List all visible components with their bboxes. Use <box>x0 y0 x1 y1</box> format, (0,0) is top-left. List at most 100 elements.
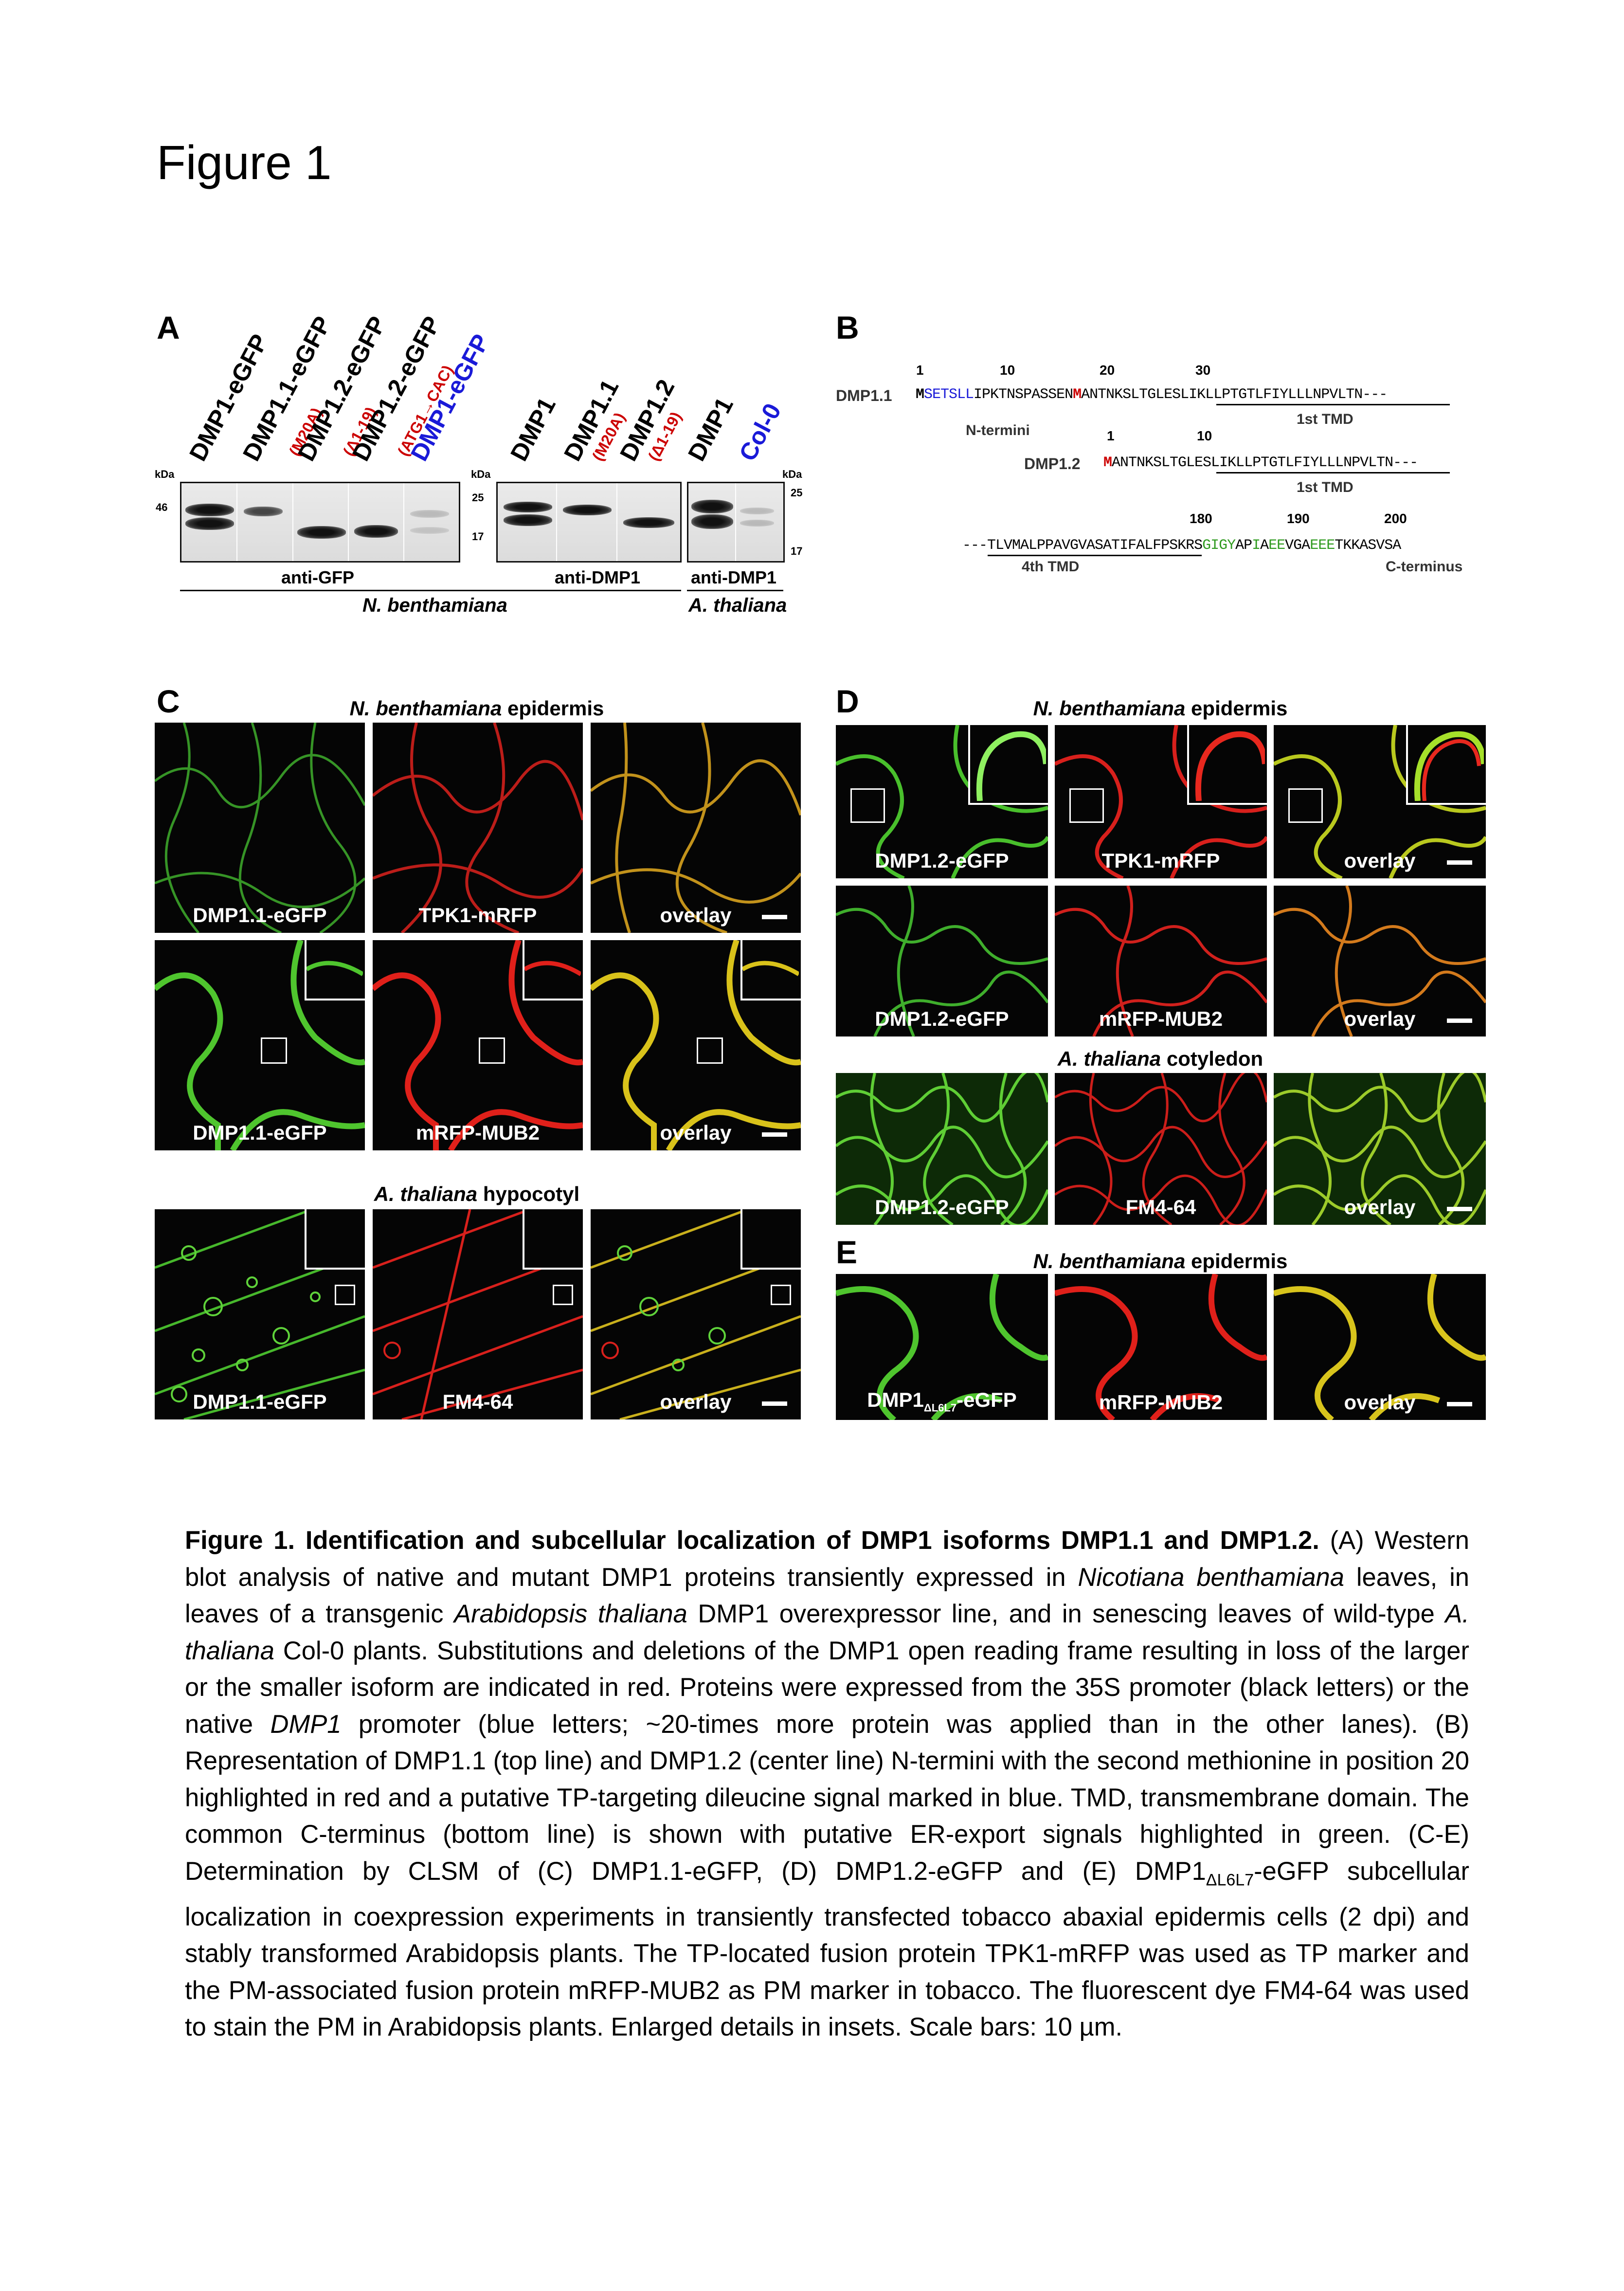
tmd-underline <box>988 555 1202 556</box>
inset-marker <box>850 788 885 823</box>
micrograph-red: FM4-64 <box>373 1209 583 1419</box>
divider <box>687 590 783 591</box>
lane-label: DMP1 <box>505 393 561 466</box>
kda-label: kDa <box>782 468 802 480</box>
micrograph-label: FM4-64 <box>1125 1196 1196 1218</box>
micrograph-green: DMP1.2-eGFP <box>836 725 1048 878</box>
micrograph-label: TPK1-mRFP <box>418 904 537 927</box>
mw-marker: 17 <box>472 530 484 543</box>
micrograph-green: DMP1.1-eGFP <box>155 1209 365 1419</box>
scale-bar <box>762 1401 787 1406</box>
inset-marker <box>697 1037 723 1064</box>
inset-marker <box>479 1037 505 1064</box>
sequence-dmp1-2: MANTNKSLTGLESLIKLLPTGTLFIYLLLNPVLTN--- <box>1103 455 1418 471</box>
isoform-name: DMP1.1 <box>836 387 892 404</box>
micrograph-green: DMP1.1-eGFP <box>155 723 365 933</box>
micrograph-label: DMP1.1-eGFP <box>193 1390 327 1413</box>
kda-label: kDa <box>155 468 175 480</box>
micrograph-label: DMP1.2-eGFP <box>875 1007 1009 1030</box>
western-blot-at <box>687 482 785 563</box>
divider <box>180 590 681 591</box>
micrograph-label: overlay <box>660 1121 732 1144</box>
micrograph-label: overlay <box>1344 849 1416 872</box>
micrograph-red: FM4-64 <box>1055 1073 1267 1225</box>
micrograph-red: mRFP-MUB2 <box>1055 886 1267 1036</box>
mw-marker: 25 <box>791 487 803 499</box>
section-heading: N. benthamiana epidermis <box>349 697 604 720</box>
micrograph-overlay: overlay <box>1274 1274 1486 1420</box>
inset <box>305 940 365 1000</box>
micrograph-green: DMP1.2-eGFP <box>836 1073 1048 1225</box>
mw-marker: 46 <box>156 501 168 513</box>
section-heading: N. benthamiana epidermis <box>1033 1250 1288 1273</box>
micrograph-label: mRFP-MUB2 <box>1099 1391 1223 1414</box>
micrograph-label: mRFP-MUB2 <box>1099 1007 1223 1030</box>
micrograph-overlay: overlay <box>591 1209 801 1419</box>
sequence-dmp1-1: MSETSLLIPKTNSPASSENMANTNKSLTGLESLIKLLPTG… <box>916 386 1388 403</box>
inset-marker <box>553 1285 573 1305</box>
species-label: A. thaliana <box>688 595 787 616</box>
micrograph-label: mRFP-MUB2 <box>415 1121 540 1144</box>
micrograph-label: overlay <box>1344 1007 1416 1030</box>
micrograph-label: DMP1ΔL6L7-eGFP <box>867 1388 1017 1414</box>
caption-title: Figure 1. Identification and subcellular… <box>185 1526 1319 1555</box>
micrograph-label: overlay <box>660 1390 732 1413</box>
micrograph-label: overlay <box>1344 1391 1416 1414</box>
scale-bar <box>1447 1018 1472 1023</box>
kda-label: kDa <box>471 468 491 480</box>
isoform-name: DMP1.2 <box>1024 455 1081 473</box>
section-heading: A. thaliana hypocotyl <box>374 1182 580 1205</box>
panel-label-b: B <box>836 309 859 345</box>
micrograph-red: TPK1-mRFP <box>1055 725 1267 878</box>
micrograph-red: mRFP-MUB2 <box>373 940 583 1150</box>
antibody-label: anti-GFP <box>281 567 354 587</box>
micrograph-green: DMP1ΔL6L7-eGFP <box>836 1274 1048 1420</box>
micrograph-label: FM4-64 <box>442 1390 513 1413</box>
inset <box>740 940 801 1000</box>
micrograph-overlay: overlay <box>591 723 801 933</box>
panel-label-d: D <box>836 683 859 719</box>
figure-caption: Figure 1. Identification and subcellular… <box>185 1526 1470 2041</box>
micrograph-overlay: overlay <box>591 940 801 1150</box>
inset-marker <box>1069 788 1104 823</box>
position-number: 180 <box>1190 511 1212 526</box>
inset-marker <box>771 1285 791 1305</box>
micrograph-label: TPK1-mRFP <box>1101 849 1220 872</box>
scale-bar <box>762 915 787 919</box>
tmd-underline <box>1216 472 1450 473</box>
inset <box>523 940 583 1000</box>
inset <box>1187 725 1267 805</box>
micrograph-label: DMP1.1-eGFP <box>193 1121 327 1144</box>
position-number: 200 <box>1384 511 1407 526</box>
tmd-label: 4th TMD <box>1022 559 1080 575</box>
figure-title: Figure 1 <box>157 136 332 189</box>
tmd-underline <box>1216 404 1450 405</box>
micrograph-red: TPK1-mRFP <box>373 723 583 933</box>
inset <box>968 725 1048 805</box>
sequence-c-terminus: ---TLVMALPPAVGVASATIFALFPSKRSGIGYAPIAEEV… <box>962 537 1401 554</box>
n-termini-label: N-termini <box>966 422 1030 438</box>
micrograph-overlay: overlay <box>1274 886 1486 1036</box>
micrograph-red: mRFP-MUB2 <box>1055 1274 1267 1420</box>
micrograph-label: DMP1.2-eGFP <box>875 849 1009 872</box>
antibody-label: anti-DMP1 <box>691 567 777 587</box>
inset <box>305 1209 365 1270</box>
section-heading: N. benthamiana epidermis <box>1033 697 1288 720</box>
inset-marker <box>335 1285 355 1305</box>
panel-label-a: A <box>157 309 180 345</box>
section-heading: A. thaliana cotyledon <box>1057 1047 1263 1070</box>
inset <box>523 1209 583 1270</box>
position-number: 190 <box>1287 511 1310 526</box>
tmd-label: 1st TMD <box>1297 411 1353 427</box>
inset-marker <box>261 1037 287 1064</box>
scale-bar <box>1447 860 1472 865</box>
lane-label: Col-0 <box>734 399 787 466</box>
position-number: 1 <box>916 363 924 378</box>
inset <box>740 1209 801 1270</box>
position-number: 10 <box>1197 428 1212 443</box>
micrograph-green: DMP1.1-eGFP <box>155 940 365 1150</box>
micrograph-label: overlay <box>1344 1196 1416 1218</box>
inset-marker <box>1288 788 1323 823</box>
lane-label: DMP1 <box>683 393 739 466</box>
micrograph-label: overlay <box>660 904 732 927</box>
